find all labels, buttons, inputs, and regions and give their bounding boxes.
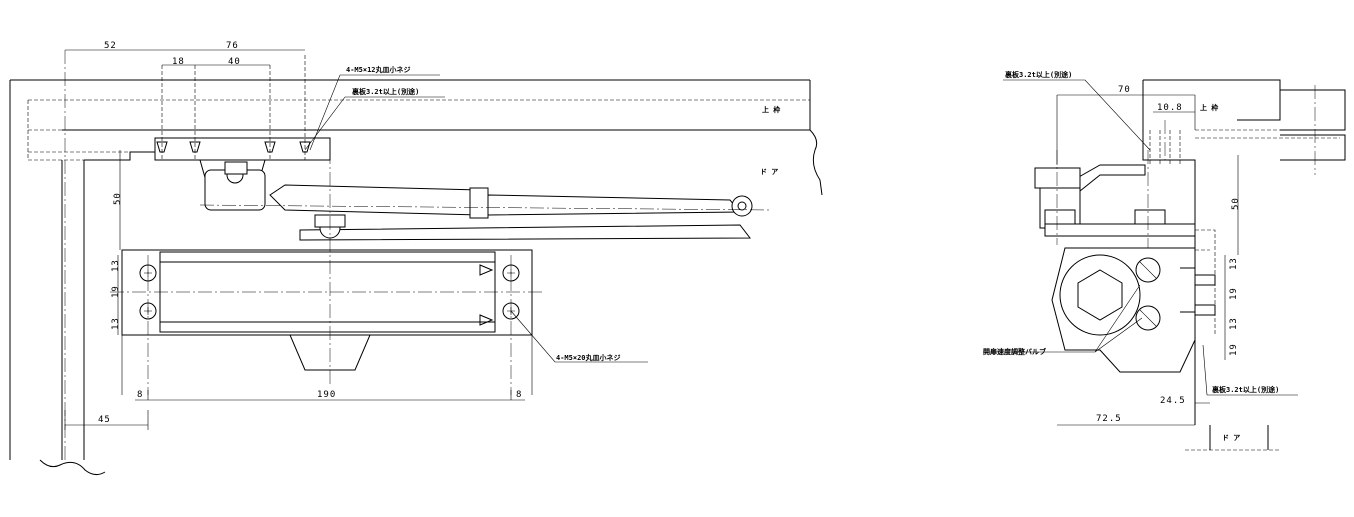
label-backing-plate-bottom: 裏板3.2t以上(別途)	[1211, 385, 1279, 394]
dim-13-side-top: 13	[1229, 257, 1239, 270]
dim-13-bottom: 13	[111, 317, 121, 330]
dim-50-side: 50	[1231, 197, 1241, 210]
dim-190: 190	[317, 390, 336, 400]
label-door: ド ア	[760, 168, 778, 176]
dim-24-5: 24.5	[1160, 396, 1186, 406]
closer-body	[110, 150, 545, 395]
label-body-screws: 4-M5×20丸皿小ネジ	[556, 353, 621, 362]
side-body	[1051, 247, 1216, 373]
dim-18: 18	[172, 57, 185, 67]
dim-70: 70	[1118, 85, 1131, 95]
top-screws	[156, 55, 311, 160]
dim-45: 45	[98, 415, 111, 425]
label-top-screws: 4-M5×12丸皿小ネジ	[346, 65, 411, 74]
dim-40: 40	[228, 57, 241, 67]
label-backing-plate-top: 裏板3.2t以上(別途)	[1004, 70, 1072, 79]
dim-50: 50	[113, 192, 123, 205]
dim-52: 52	[104, 41, 117, 51]
label-backing-plate: 裏板3.2t以上(別途)	[351, 87, 419, 96]
label-valve: 開扉速度調整バルブ	[983, 347, 1046, 356]
dim-8-left: 8	[137, 390, 143, 400]
dim-13-top: 13	[111, 259, 121, 272]
dim-19: 19	[111, 285, 121, 298]
label-frame-side: 上 枠	[1200, 103, 1218, 112]
label-door-side: ド ア	[1222, 434, 1240, 442]
dim-76: 76	[226, 41, 239, 51]
dim-72-5: 72.5	[1096, 414, 1122, 424]
dim-13-side-bottom: 13	[1229, 317, 1239, 330]
dim-8-right: 8	[516, 390, 522, 400]
dim-19-side-a: 19	[1229, 287, 1239, 300]
side-view	[983, 79, 1346, 451]
dim-19-side-b: 19	[1229, 343, 1239, 356]
label-frame: 上 枠	[762, 105, 780, 114]
dim-10-8: 10.8	[1157, 103, 1183, 113]
front-view	[9, 49, 823, 476]
